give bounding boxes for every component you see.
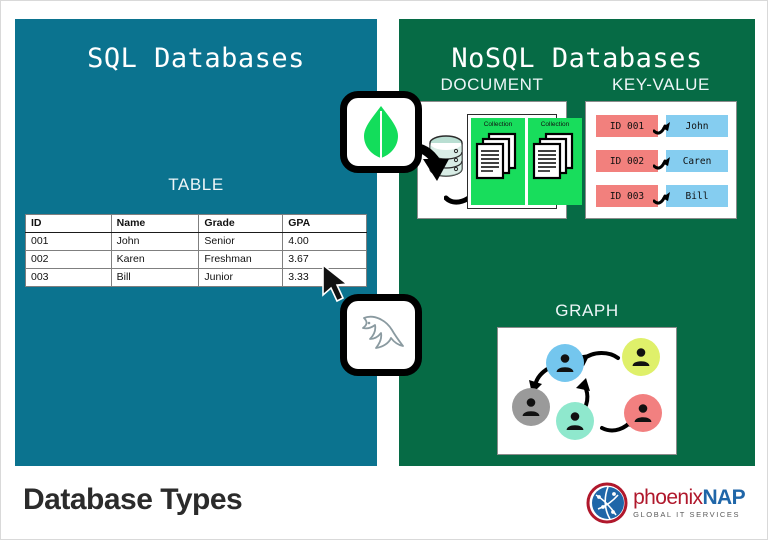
person-icon (566, 412, 584, 430)
graph-node-person (512, 388, 550, 426)
logo-text: phoenixNAP GLOBAL IT SERVICES (633, 486, 746, 520)
graph-node-person (624, 394, 662, 432)
column-header-id: ID (25, 214, 112, 233)
keyvalue-key: ID 002 (596, 150, 658, 172)
person-icon (632, 348, 650, 366)
keyvalue-pair-row: ID 002 Caren (596, 150, 728, 172)
cell-grade: Junior (198, 268, 284, 287)
collection-block: Collection (471, 118, 525, 205)
person-icon (634, 404, 652, 422)
mysql-badge (340, 294, 422, 376)
sql-panel: SQL Databases TABLE ID Name Grade GPA 00… (15, 19, 377, 466)
column-header-gpa: GPA (282, 214, 367, 233)
page-title: Database Types (23, 483, 243, 516)
graph-section-label: GRAPH (555, 301, 619, 320)
nosql-panel-title: NoSQL Databases (451, 43, 703, 74)
mouse-cursor-icon (322, 263, 350, 303)
logo-name-phoenix: phoenix (633, 486, 703, 510)
mongodb-badge (340, 91, 422, 173)
column-header-name: Name (110, 214, 200, 233)
keyvalue-pair-row: ID 003 Bill (596, 185, 728, 207)
cell-id: 003 (25, 268, 112, 287)
keyvalue-key: ID 001 (596, 115, 658, 137)
collection-label: Collection (483, 121, 513, 128)
collection-block: Collection (528, 118, 582, 205)
graph-card (497, 327, 677, 455)
table-section-label: TABLE (168, 175, 224, 194)
graph-node-person (546, 344, 584, 382)
phoenixnap-logo: phoenixNAP GLOBAL IT SERVICES (586, 481, 746, 525)
logo-tagline: GLOBAL IT SERVICES (633, 510, 741, 520)
document-stack-icon (475, 132, 517, 180)
table-row: 003 Bill Junior 3.33 (25, 268, 367, 287)
document-section-label: DOCUMENT (440, 75, 544, 94)
table-header-row: ID Name Grade GPA (25, 214, 367, 233)
cell-grade: Freshman (198, 250, 284, 269)
graph-node-person (622, 338, 660, 376)
keyvalue-section-label: KEY-VALUE (611, 75, 710, 94)
column-header-grade: Grade (198, 214, 284, 233)
mysql-dolphin-icon (362, 315, 404, 349)
logo-wordmark: phoenixNAP (633, 486, 746, 510)
table-row: 001 John Senior 4.00 (25, 232, 367, 251)
keyvalue-value: Bill (666, 185, 728, 207)
collections-container: Collection (467, 114, 582, 209)
cell-gpa: 4.00 (282, 232, 367, 251)
keyvalue-value: John (666, 115, 728, 137)
globe-icon (586, 482, 628, 524)
sql-example-table: ID Name Grade GPA 001 John Senior 4.00 0… (25, 214, 367, 287)
cell-id: 002 (25, 250, 112, 269)
keyvalue-value: Caren (666, 150, 728, 172)
keyvalue-key: ID 003 (596, 185, 658, 207)
collection-label: Collection (540, 121, 570, 128)
key-to-value-arrow-icon (653, 192, 670, 205)
document-stack-icon (532, 132, 574, 180)
keyvalue-pair-row: ID 001 John (596, 115, 728, 137)
table-row: 002 Karen Freshman 3.67 (25, 250, 367, 269)
cell-grade: Senior (198, 232, 284, 251)
key-to-value-arrow-icon (653, 157, 670, 170)
cell-name: Bill (110, 268, 200, 287)
cell-name: Karen (110, 250, 200, 269)
cell-id: 001 (25, 232, 112, 251)
person-icon (556, 354, 574, 372)
logo-name-nap: NAP (702, 486, 745, 510)
keyvalue-card: ID 001 John ID 002 Caren ID 003 Bill (585, 101, 737, 219)
nosql-panel: NoSQL Databases DOCUMENT Co (399, 19, 755, 466)
sql-panel-title: SQL Databases (87, 43, 305, 74)
cell-name: John (110, 232, 200, 251)
graph-node-person (556, 402, 594, 440)
key-to-value-arrow-icon (653, 122, 670, 135)
person-icon (522, 398, 540, 416)
mongodb-leaf-icon (364, 106, 398, 158)
